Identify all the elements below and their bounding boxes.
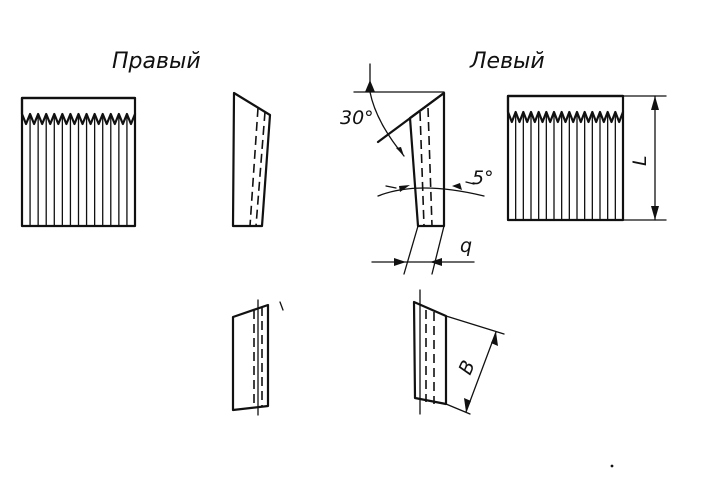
angle-5-label: 5°: [472, 167, 494, 189]
comb-teeth: [20, 96, 137, 126]
angle-30-label: 30°: [340, 107, 374, 129]
left-profile-side: [353, 63, 485, 275]
stray-dot: [610, 464, 614, 468]
right-profile-side: [231, 91, 272, 228]
right-comb-block: [20, 96, 137, 228]
width-b-label: B: [454, 357, 479, 378]
label-right: Правый: [112, 49, 201, 74]
length-l-label: L: [629, 155, 651, 166]
left-profile-bottom: [412, 289, 505, 415]
label-left: Левый: [469, 49, 545, 74]
thickness-q-label: q: [460, 235, 472, 257]
right-profile-bottom: [231, 299, 284, 416]
left-comb-block: [506, 94, 667, 222]
